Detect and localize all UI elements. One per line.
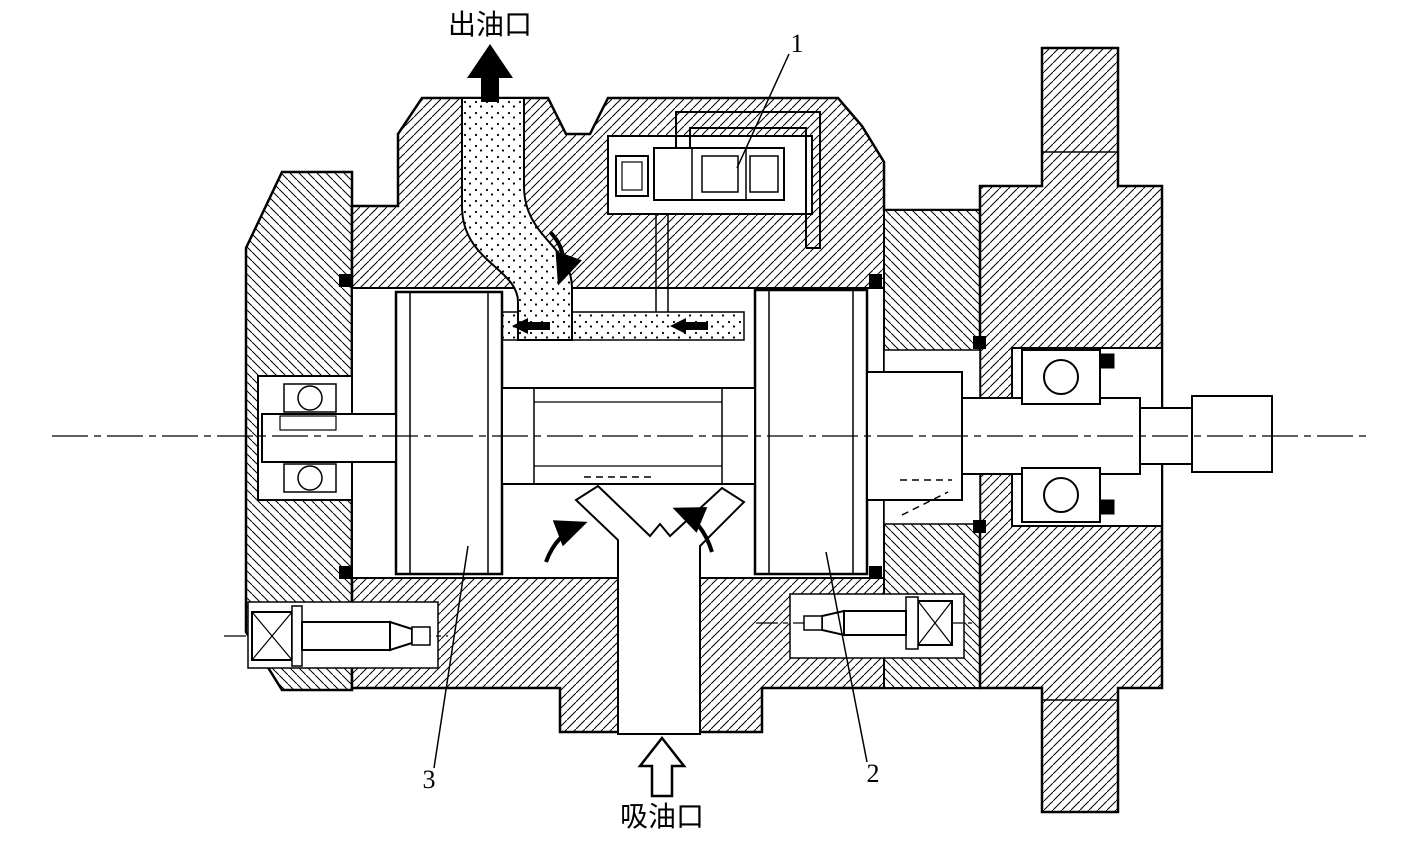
suction-flow-arrows — [544, 507, 714, 563]
suction-curved-arrow-right-icon — [672, 507, 714, 553]
vane-cartridge-left — [394, 290, 504, 576]
ball-icon — [1043, 477, 1079, 513]
outlet-channel — [461, 97, 573, 341]
callout-leaders — [433, 53, 868, 769]
o-ring-seals — [339, 274, 986, 579]
suction-port-label: 吸油口 — [620, 801, 704, 833]
suction-channel — [574, 484, 746, 735]
seal-block — [1099, 499, 1115, 515]
callout-number-1: 1 — [791, 29, 804, 58]
shaft-end-coupling — [1191, 395, 1273, 473]
bearing-left — [283, 383, 337, 493]
bearing-right — [1021, 349, 1115, 523]
valve-pipe-loop-outer — [675, 111, 821, 249]
outlet-port-arrow-icon — [467, 44, 513, 102]
pressure-valve — [615, 111, 821, 312]
vane-cartridge-right — [753, 288, 869, 576]
ball-icon — [297, 385, 323, 411]
callout-number-2: 2 — [867, 759, 880, 788]
pressure-oil-passages — [461, 97, 745, 341]
flow-arrow-left-icon — [512, 318, 550, 334]
valve-pipe-loop-inner — [689, 127, 807, 248]
callout-number-3: 3 — [423, 765, 436, 794]
leader-line-2 — [825, 551, 868, 763]
adjust-bolt-left — [224, 605, 448, 667]
ball-icon — [297, 465, 323, 491]
hidden-edge-lines — [584, 476, 952, 516]
adjust-bolt-right — [756, 596, 972, 650]
outlet-flow-curved-arrow-icon — [548, 230, 582, 286]
outlet-port-label: 出油口 — [448, 9, 532, 41]
suction-curved-arrow-left-icon — [544, 520, 588, 563]
leader-line-3 — [433, 545, 469, 769]
shaft-left-key — [279, 415, 337, 431]
flow-arrow-right-icon — [670, 318, 708, 334]
seal-block — [1099, 353, 1115, 369]
suction-port-arrow-icon — [637, 735, 687, 798]
leader-line-1 — [736, 53, 790, 169]
ball-icon — [1043, 359, 1079, 395]
